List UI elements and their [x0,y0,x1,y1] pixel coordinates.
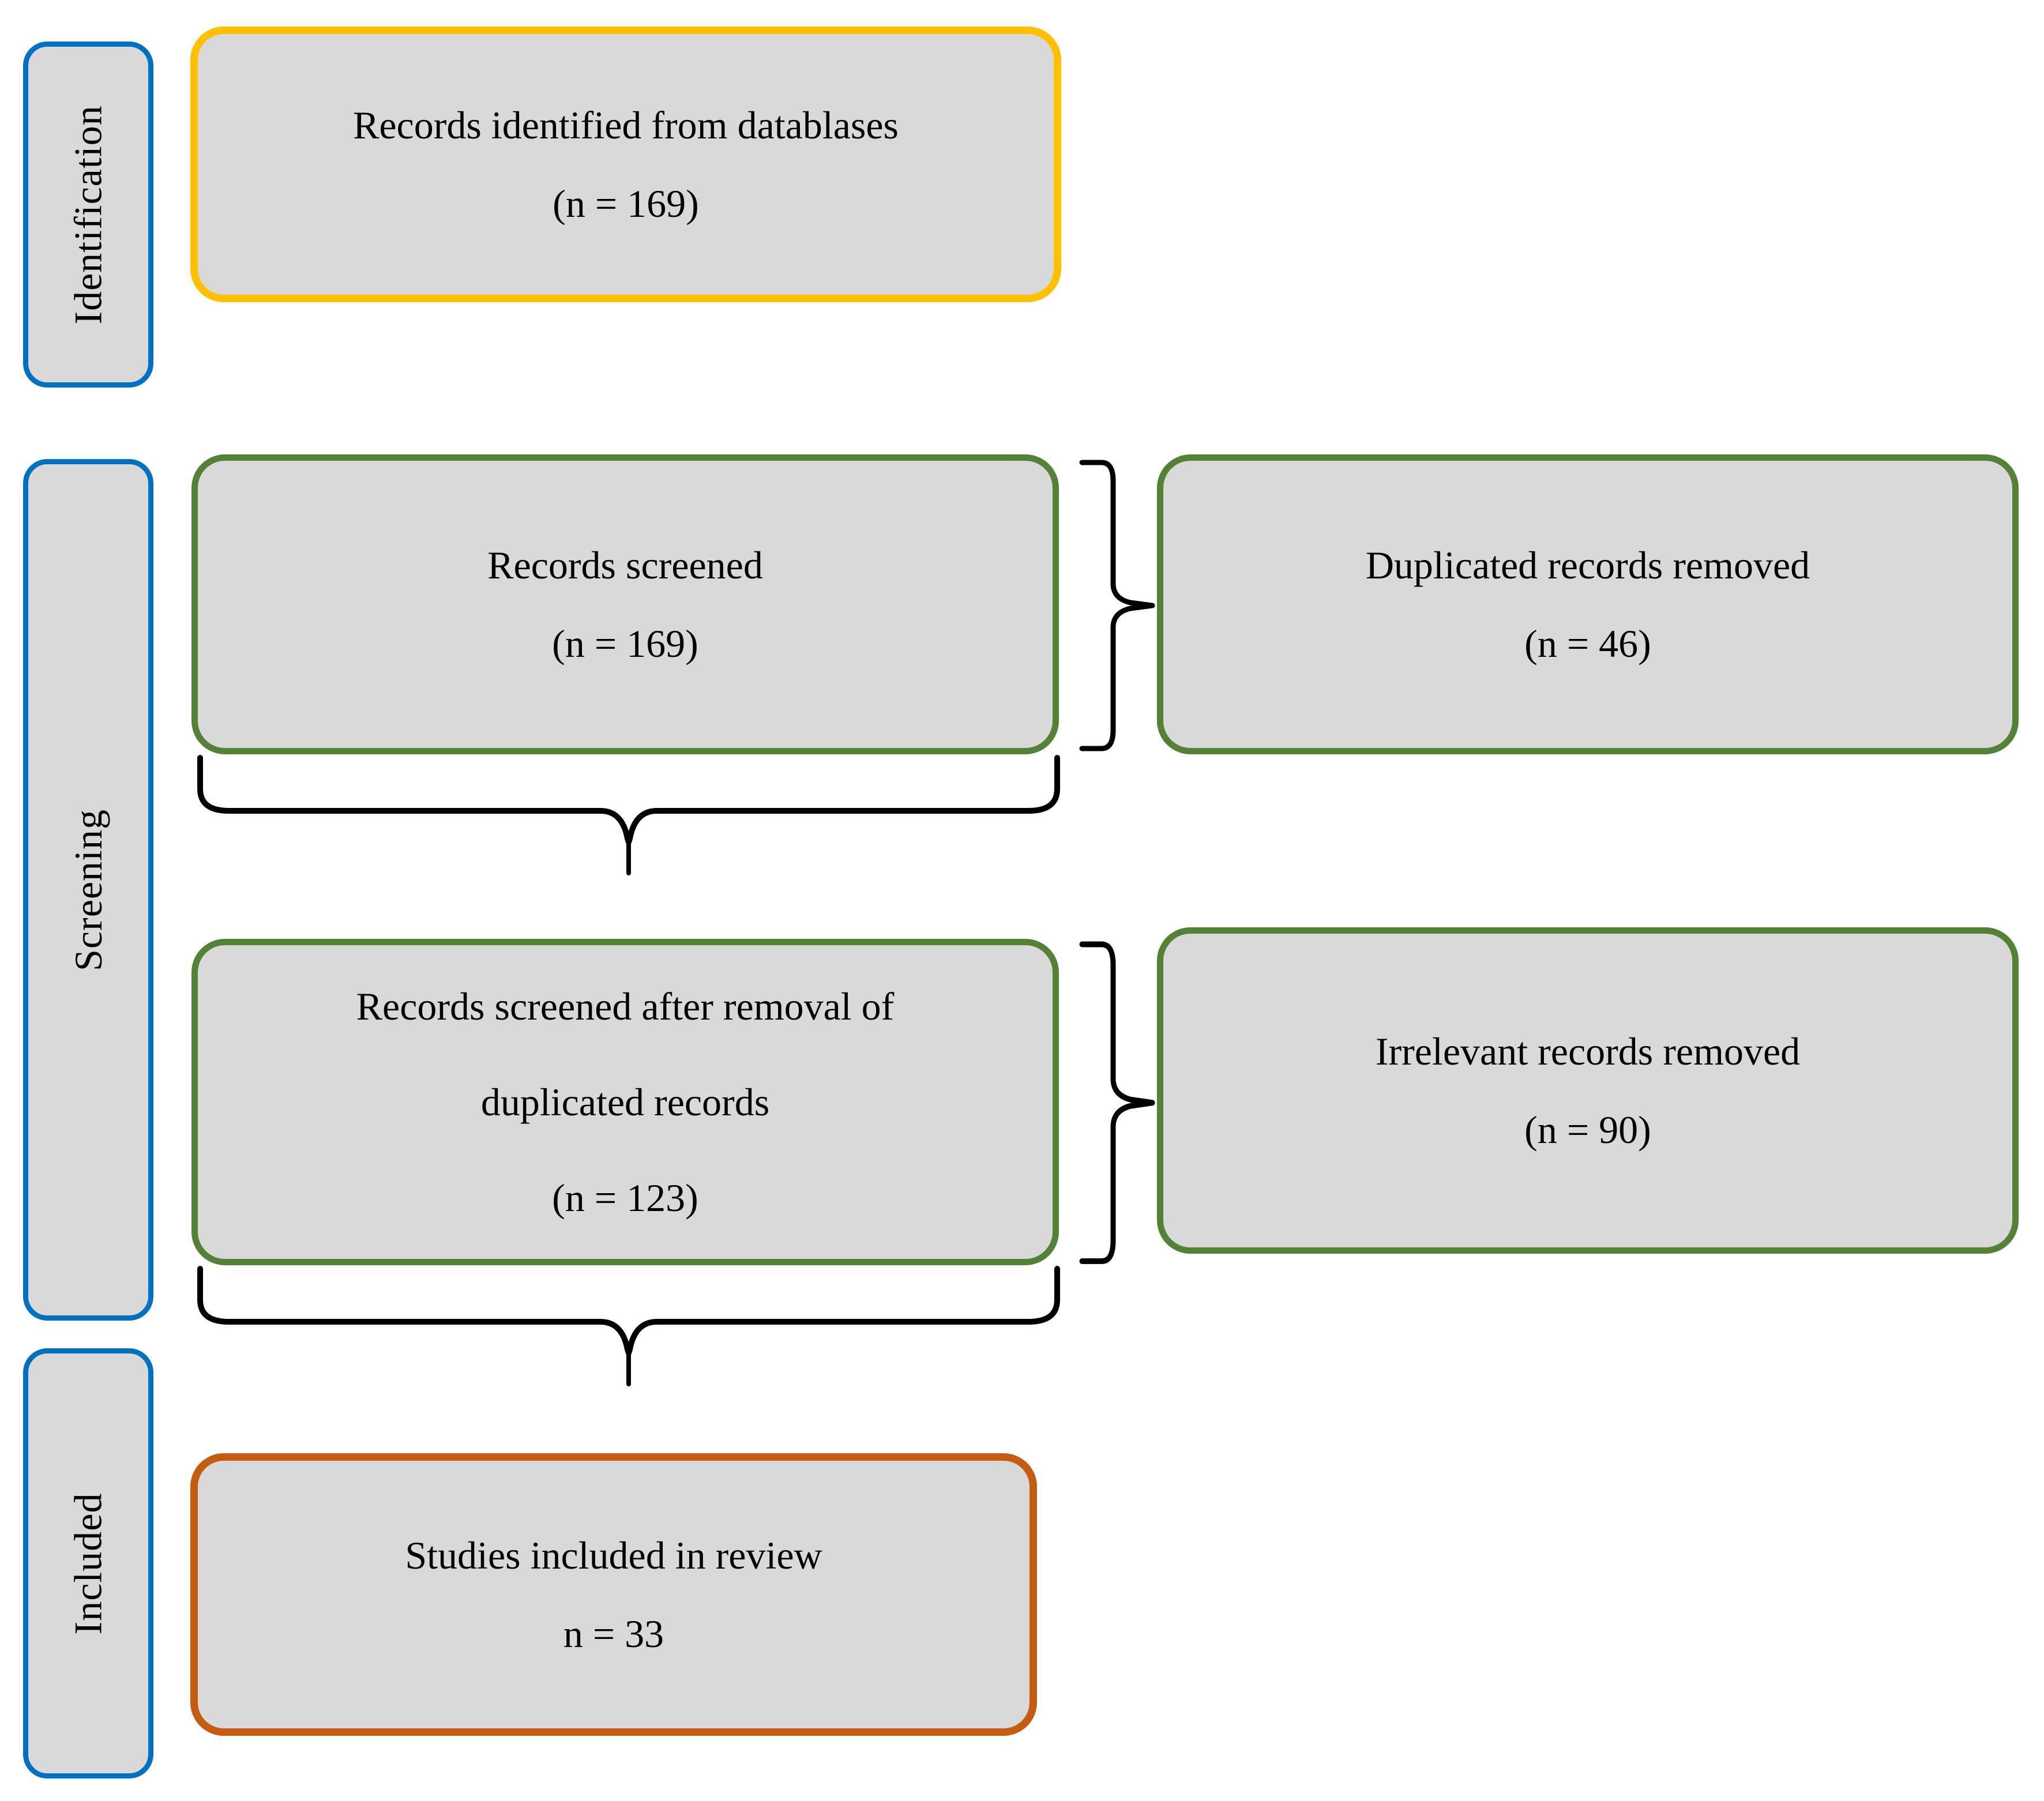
box-text-line: (n = 169) [553,182,699,225]
box-text-line: Records screened [487,543,763,587]
box-text-line: (n = 90) [1524,1108,1651,1152]
box-irrelevant-records-removed: Irrelevant records removed (n = 90) [1157,927,2019,1254]
brace-to-duplicated-removed [1079,460,1155,751]
stage-label-identification: Identification [23,42,153,388]
box-text-line: (n = 46) [1524,622,1651,665]
box-text-line: Records identified from datablases [352,103,899,147]
box-text-line: Irrelevant records removed [1375,1029,1801,1073]
box-records-screened-after-removal: Records screened after removal of duplic… [191,939,1059,1265]
box-text-line: Duplicated records removed [1365,543,1810,587]
box-text-line: (n = 169) [552,622,698,665]
stage-label-text: Screening [66,809,110,971]
box-text-line: n = 33 [563,1612,664,1656]
box-studies-included: Studies included in review n = 33 [190,1453,1037,1736]
stage-label-included: Included [23,1348,153,1779]
box-text-line: Studies included in review [405,1533,822,1577]
box-text-line: Records screened after removal of [356,984,895,1028]
box-records-identified: Records identified from datablases (n = … [190,27,1061,302]
stage-label-text: Identification [66,104,110,325]
stage-label-text: Included [66,1492,110,1634]
brace-to-irrelevant-removed [1079,941,1155,1264]
underbrace-screened-to-after-removal [197,755,1060,875]
box-text-line: duplicated records [480,1080,770,1124]
underbrace-after-removal-to-included [197,1266,1060,1386]
stage-label-screening: Screening [23,459,153,1321]
box-records-screened: Records screened (n = 169) [191,454,1059,754]
box-duplicated-records-removed: Duplicated records removed (n = 46) [1157,454,2019,754]
box-text-line: (n = 123) [552,1176,698,1220]
